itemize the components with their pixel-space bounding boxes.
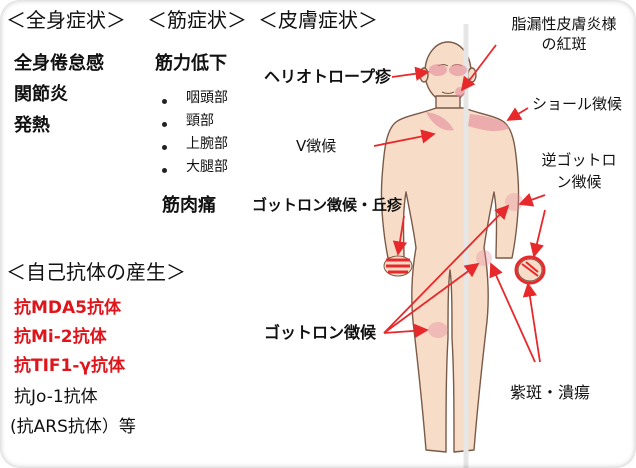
label-seborrheic-erythema: 脂漏性皮膚炎様の紅斑: [508, 14, 620, 55]
muscle-site-item: 大腿部: [186, 159, 228, 175]
muscle-site-item: 上腕部: [186, 136, 228, 152]
arrow-heliotrope: [391, 66, 430, 81]
antibody-header: ＜自己抗体の産生＞: [6, 260, 186, 284]
muscle-weakness-label: 筋力低下: [155, 53, 227, 74]
reverse-gottron-elbow-mark: [505, 193, 523, 211]
arrow-gottron-papules: [392, 215, 408, 256]
v-sign-mark: [426, 112, 454, 131]
arrow-reverse-gottron-elbow: [518, 192, 546, 207]
bullet-dot: [162, 168, 167, 173]
label-seborrheic-text: 脂漏性皮膚炎様の紅斑: [511, 15, 617, 54]
arrow-shawl: [506, 107, 529, 121]
shawl-sign-mark: [468, 114, 510, 132]
mouth-icon: [441, 91, 455, 94]
gottron-knee-mark: [428, 322, 448, 338]
label-reverse-gottron-text: 逆ゴットロン徴候: [541, 151, 617, 191]
label-reverse-gottron: 逆ゴットロン徴候: [536, 150, 622, 194]
left-hand-icon: [383, 255, 413, 277]
general-symptom-item: 全身倦怠感: [14, 53, 104, 74]
arrow-v-sign: [373, 129, 436, 147]
muscle-site-item: 咽頭部: [186, 90, 228, 106]
label-v-sign: V徴候: [296, 137, 337, 155]
label-shawl-sign: ショール徴候: [532, 95, 623, 113]
arrow-purpura: [489, 262, 536, 363]
arrow-gottron-elbow: [383, 204, 510, 334]
human-body-outline: [380, 41, 520, 453]
arrow-reverse-gottron-hand: [529, 209, 546, 258]
pointer-arrows: [373, 44, 546, 363]
label-heliotrope: ヘリオトロープ疹: [264, 67, 392, 86]
antibody-highlighted-item: 抗MDA5抗体: [14, 298, 122, 318]
bullet-dot: [162, 99, 167, 104]
muscle-site-item: 頸部: [186, 113, 214, 129]
muscle-symptoms-header: ＜筋症状＞: [147, 8, 247, 32]
general-symptom-item: 関節炎: [14, 84, 68, 105]
label-gottron-sign: ゴットロン徴候: [264, 323, 377, 342]
label-purpura-ulcer: 紫斑・潰瘍: [510, 383, 591, 402]
arrow-seborrheic: [460, 44, 497, 92]
right-hand-icon: [514, 255, 546, 285]
arrow-gottron-purpura: [383, 262, 480, 334]
arrow-ulcer: [522, 282, 541, 363]
purpura-mark: [476, 250, 492, 266]
general-symptoms-header: ＜全身症状＞: [6, 8, 126, 32]
antibody-highlighted-item: 抗Mi-2抗体: [14, 327, 107, 347]
antibody-highlighted-item: 抗TIF1-γ抗体: [14, 356, 125, 376]
bullet-dot: [162, 122, 167, 127]
skin-symptoms-header: ＜皮膚症状＞: [258, 8, 378, 32]
label-gottron-papules: ゴットロン徴候・丘疹: [252, 196, 403, 214]
general-symptom-item: 発熱: [14, 115, 50, 136]
antibody-item: (抗ARS抗体）等: [10, 417, 136, 437]
muscle-pain-label: 筋肉痛: [162, 195, 216, 216]
skin-lesions: [426, 64, 523, 338]
bullet-dot: [162, 145, 167, 150]
antibody-item: 抗Jo-1抗体: [14, 387, 98, 407]
arrow-gottron-knee: [383, 323, 429, 339]
heliotrope-rash-left: [429, 64, 447, 76]
left-ear: [419, 67, 429, 83]
heliotrope-rash-right: [449, 64, 467, 76]
